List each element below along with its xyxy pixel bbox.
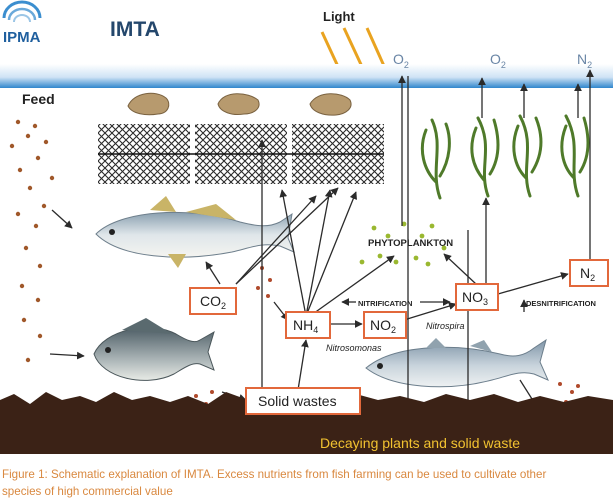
seabed-label: Decaying plants and solid waste: [320, 435, 520, 451]
feed-pellets: [9, 119, 55, 363]
feed-label: Feed: [22, 91, 55, 107]
gas-o2-left: O2: [393, 51, 409, 70]
seabed-sediment: [0, 392, 613, 454]
label-desnitrification: DESNITRIFICATION: [526, 299, 596, 308]
node-nh4: NH4: [285, 311, 331, 339]
phytoplankton-label: PHYTOPLANKTON: [368, 238, 453, 249]
svg-text:N2: N2: [580, 265, 595, 283]
flow-arrows: [49, 69, 594, 421]
svg-text:NH4: NH4: [293, 317, 318, 335]
caption-line-2: species of high commercial value: [2, 485, 173, 498]
gas-n2-top: N2: [577, 51, 592, 70]
logo-text: IPMA: [3, 29, 41, 46]
node-no3: NO3: [455, 283, 499, 311]
label-nitrosomonas: Nitrosomonas: [326, 343, 382, 353]
label-nitrification: NITRIFICATION: [358, 299, 412, 308]
node-solid-wastes: Solid wastes: [245, 387, 361, 415]
fish-sea-bass: [95, 196, 295, 268]
fish-mullet: [365, 338, 549, 388]
svg-text:Solid wastes: Solid wastes: [258, 393, 337, 409]
ipma-logo: IPMA: [2, 0, 42, 46]
gas-o2-right: O2: [490, 51, 506, 70]
oysters: [127, 92, 352, 116]
phytoplankton-dots: [359, 221, 447, 267]
label-nitrospira: Nitrospira: [426, 321, 465, 331]
svg-text:NO3: NO3: [462, 289, 488, 307]
light-label: Light: [323, 9, 355, 24]
svg-text:CO2: CO2: [200, 293, 226, 311]
seaweed: [420, 114, 590, 200]
figure-caption: Figure 1: Schematic explanation of IMTA.…: [2, 466, 608, 500]
water-surface: [0, 64, 613, 88]
node-no2: NO2: [363, 311, 407, 339]
node-n2: N2: [569, 259, 609, 287]
diagram-title: IMTA: [110, 18, 160, 41]
caption-line-1: Figure 1: Schematic explanation of IMTA.…: [2, 468, 547, 481]
fish-sea-bream: [93, 318, 215, 381]
svg-text:NO2: NO2: [370, 317, 396, 335]
node-co2: CO2: [189, 287, 237, 315]
net-cages: [98, 124, 384, 184]
